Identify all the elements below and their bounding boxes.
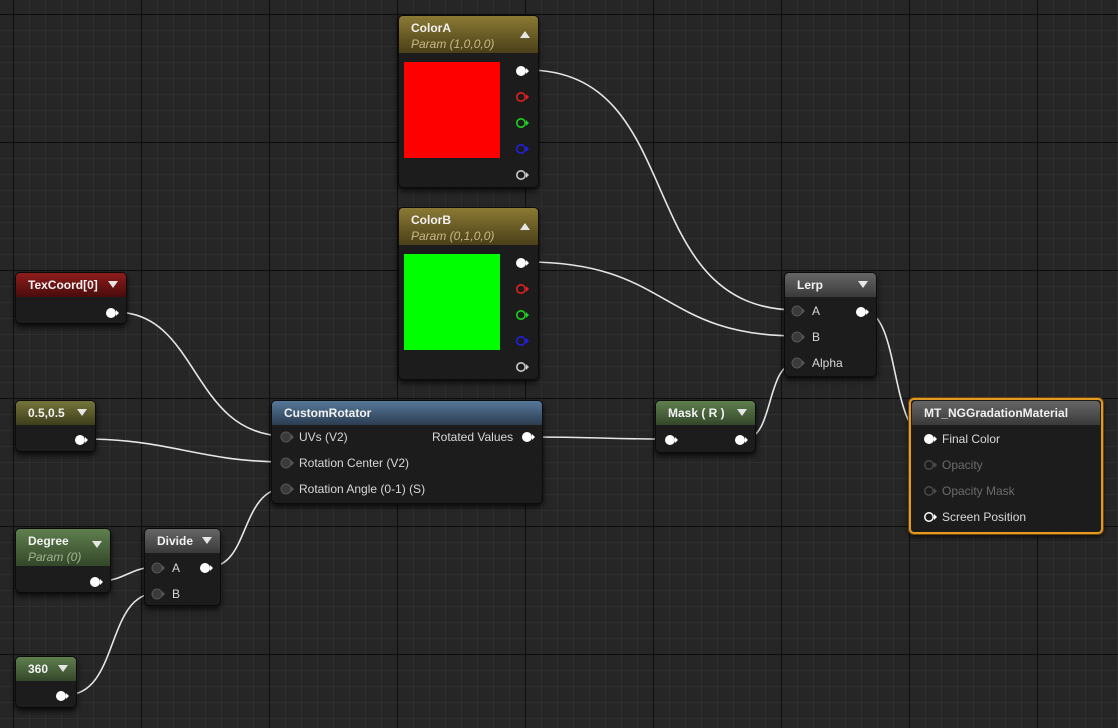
opacity-mask-input-pin[interactable] bbox=[923, 485, 937, 497]
lerp-a-input-pin[interactable] bbox=[791, 305, 805, 317]
texcoord-output-pin[interactable] bbox=[105, 307, 119, 319]
wire-360-to-divide-b bbox=[66, 593, 157, 695]
final-color-label: Final Color bbox=[942, 432, 1000, 446]
collapse-arrow-icon[interactable] bbox=[77, 409, 87, 416]
collapse-arrow-icon[interactable] bbox=[202, 537, 212, 544]
colora-rgb-output-pin[interactable] bbox=[515, 65, 529, 77]
rotation-angle-label: Rotation Angle (0-1) (S) bbox=[299, 482, 425, 496]
constant-360-output-pin[interactable] bbox=[55, 690, 69, 702]
divide-title: Divide bbox=[157, 534, 193, 548]
material-result-header[interactable]: MT_NGGradationMaterial bbox=[912, 401, 1100, 425]
material-result-node[interactable]: MT_NGGradationMaterial Final Color Opaci… bbox=[909, 398, 1103, 534]
mask-header[interactable]: Mask ( R ) bbox=[656, 401, 755, 425]
lerp-a-label: A bbox=[812, 304, 820, 318]
colorb-header[interactable]: ColorB Param (0,1,0,0) bbox=[399, 208, 538, 245]
lerp-output-pin[interactable] bbox=[855, 306, 869, 318]
material-result-title: MT_NGGradationMaterial bbox=[924, 406, 1068, 420]
constant-360-header[interactable]: 360 bbox=[16, 657, 76, 681]
customrotator-node[interactable]: CustomRotator UVs (V2) Rotated Values Ro… bbox=[271, 400, 543, 504]
mask-output-pin[interactable] bbox=[734, 434, 748, 446]
screen-position-input-pin[interactable] bbox=[923, 511, 937, 523]
rotation-center-input-pin[interactable] bbox=[280, 457, 294, 469]
constant-0505-output-pin[interactable] bbox=[74, 434, 88, 446]
constant-0505-node[interactable]: 0.5,0.5 bbox=[15, 400, 96, 452]
divide-b-input-pin[interactable] bbox=[151, 588, 165, 600]
lerp-b-label: B bbox=[812, 330, 820, 344]
divide-output-pin[interactable] bbox=[199, 562, 213, 574]
texcoord-node[interactable]: TexCoord[0] bbox=[15, 272, 127, 324]
wire-texcoord-to-uvs bbox=[115, 312, 286, 436]
collapse-arrow-icon[interactable] bbox=[858, 281, 868, 288]
mask-title: Mask ( R ) bbox=[668, 406, 725, 420]
rotation-center-label: Rotation Center (V2) bbox=[299, 456, 409, 470]
collapse-arrow-icon[interactable] bbox=[108, 281, 118, 288]
screen-position-label: Screen Position bbox=[942, 510, 1026, 524]
final-color-input-pin[interactable] bbox=[923, 433, 937, 445]
colorb-subtitle: Param (0,1,0,0) bbox=[411, 229, 538, 243]
colora-swatch[interactable] bbox=[404, 62, 500, 158]
degree-header[interactable]: Degree Param (0) bbox=[16, 529, 110, 566]
colorb-title: ColorB bbox=[411, 213, 451, 227]
degree-subtitle: Param (0) bbox=[28, 550, 110, 564]
colorb-b-output-pin[interactable] bbox=[515, 335, 529, 347]
texcoord-header[interactable]: TexCoord[0] bbox=[16, 273, 126, 297]
degree-output-pin[interactable] bbox=[89, 576, 103, 588]
colorb-g-output-pin[interactable] bbox=[515, 309, 529, 321]
customrotator-title: CustomRotator bbox=[284, 406, 371, 420]
colora-r-output-pin[interactable] bbox=[515, 91, 529, 103]
divide-node[interactable]: Divide A B bbox=[144, 528, 221, 606]
colora-node[interactable]: ColorA Param (1,0,0,0) bbox=[398, 15, 539, 188]
rotation-angle-input-pin[interactable] bbox=[280, 483, 294, 495]
mask-node[interactable]: Mask ( R ) bbox=[655, 400, 756, 453]
divide-a-label: A bbox=[172, 561, 180, 575]
colora-b-output-pin[interactable] bbox=[515, 143, 529, 155]
constant-360-title: 360 bbox=[28, 662, 48, 676]
rotated-values-label: Rotated Values bbox=[432, 430, 513, 444]
divide-a-input-pin[interactable] bbox=[151, 562, 165, 574]
constant-0505-header[interactable]: 0.5,0.5 bbox=[16, 401, 95, 425]
lerp-title: Lerp bbox=[797, 278, 823, 292]
collapse-arrow-icon[interactable] bbox=[520, 31, 530, 38]
lerp-alpha-label: Alpha bbox=[812, 356, 843, 370]
constant-0505-title: 0.5,0.5 bbox=[28, 406, 65, 420]
colorb-r-output-pin[interactable] bbox=[515, 283, 529, 295]
lerp-alpha-input-pin[interactable] bbox=[791, 357, 805, 369]
lerp-header[interactable]: Lerp bbox=[785, 273, 876, 297]
colora-subtitle: Param (1,0,0,0) bbox=[411, 37, 538, 51]
opacity-mask-label: Opacity Mask bbox=[942, 484, 1015, 498]
divide-header[interactable]: Divide bbox=[145, 529, 220, 553]
constant-360-node[interactable]: 360 bbox=[15, 656, 77, 708]
wire-colora-to-lerp-a bbox=[527, 70, 797, 310]
wire-rotator-to-mask bbox=[531, 437, 670, 439]
collapse-arrow-icon[interactable] bbox=[520, 223, 530, 230]
lerp-node[interactable]: Lerp A B Alpha bbox=[784, 272, 877, 377]
colorb-a-output-pin[interactable] bbox=[515, 361, 529, 373]
mask-input-pin[interactable] bbox=[664, 434, 678, 446]
divide-b-label: B bbox=[172, 587, 180, 601]
opacity-label: Opacity bbox=[942, 458, 983, 472]
opacity-input-pin[interactable] bbox=[923, 459, 937, 471]
collapse-arrow-icon[interactable] bbox=[737, 409, 747, 416]
uvs-label: UVs (V2) bbox=[299, 430, 348, 444]
customrotator-header[interactable]: CustomRotator bbox=[272, 401, 542, 425]
collapse-arrow-icon[interactable] bbox=[58, 665, 68, 672]
wire-const05-to-center bbox=[84, 439, 286, 462]
degree-node[interactable]: Degree Param (0) bbox=[15, 528, 111, 593]
lerp-b-input-pin[interactable] bbox=[791, 331, 805, 343]
colorb-rgb-output-pin[interactable] bbox=[515, 257, 529, 269]
colora-g-output-pin[interactable] bbox=[515, 117, 529, 129]
colorb-swatch[interactable] bbox=[404, 254, 500, 350]
colorb-node[interactable]: ColorB Param (0,1,0,0) bbox=[398, 207, 539, 380]
collapse-arrow-icon[interactable] bbox=[92, 541, 102, 548]
texcoord-title: TexCoord[0] bbox=[28, 278, 98, 292]
uvs-input-pin[interactable] bbox=[280, 431, 294, 443]
wire-colorb-to-lerp-b bbox=[527, 262, 797, 336]
colora-a-output-pin[interactable] bbox=[515, 169, 529, 181]
colora-title: ColorA bbox=[411, 21, 451, 35]
rotated-values-output-pin[interactable] bbox=[521, 431, 535, 443]
colora-header[interactable]: ColorA Param (1,0,0,0) bbox=[399, 16, 538, 53]
degree-title: Degree bbox=[28, 534, 69, 548]
